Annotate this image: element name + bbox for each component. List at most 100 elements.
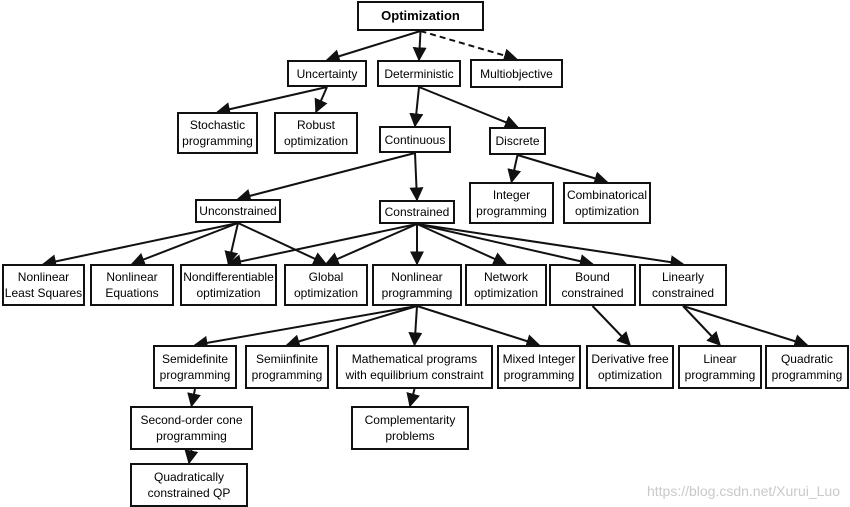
edge-constrained-to-bound <box>416 223 594 269</box>
node-text-line: constrained <box>561 286 624 300</box>
node-text-line: Nonlinear <box>17 270 70 284</box>
edge-socp-to-qcqp <box>184 449 199 465</box>
node-unconstrained: Unconstrained <box>195 199 281 223</box>
edge-uncertainty-to-robust <box>314 86 328 114</box>
node-label-global: Global optimization <box>294 269 358 301</box>
node-text-line: Derivative free <box>591 352 669 366</box>
node-text-line: Equations <box>105 286 159 300</box>
node-constrained: Constrained <box>379 200 455 224</box>
node-label-network: Network optimization <box>474 269 538 301</box>
edge-unconstrained-to-nonlinear-eq <box>130 222 239 266</box>
node-text-line: Linearly <box>661 270 704 284</box>
node-text-line: Second-order cone <box>140 413 243 427</box>
node-text-line: constrained <box>651 286 715 300</box>
node-text-line: Quadratically <box>153 470 225 484</box>
edge-nonlinear-prog-to-mixed-integer <box>416 305 541 348</box>
edge-constrained-to-linearly <box>416 223 685 270</box>
node-text-line: optimization <box>574 204 639 218</box>
edge-bound-to-derivative-free <box>591 305 631 347</box>
node-text-line: with equilibrium constraint <box>345 368 484 382</box>
edge-continuous-to-unconstrained <box>236 152 416 203</box>
node-text-line: Deterministic <box>384 66 454 81</box>
node-text-line: Continuous <box>384 132 446 147</box>
edge-nonlinear-prog-to-semiinfinite <box>285 305 418 349</box>
node-label-linearly: Linearly constrained <box>652 269 714 301</box>
node-text-line: Robust <box>296 118 336 132</box>
edge-constrained-to-network <box>416 223 508 266</box>
edge-semidefinite-to-socp <box>187 388 201 408</box>
node-text-line: Constrained <box>384 205 450 219</box>
node-text-line: Global <box>308 270 344 284</box>
node-text-line: Nondifferentiable <box>183 270 274 284</box>
node-text-line: Combinatorical <box>566 188 648 202</box>
node-label-discrete: Discrete <box>495 133 539 149</box>
node-label-qcqp: Quadratically constrained QP <box>148 469 231 501</box>
edge-linearly-to-quadratic-prog <box>682 305 809 348</box>
edge-linearly-to-linear-prog <box>682 305 721 347</box>
node-text-line: Optimization <box>381 8 460 23</box>
node-text-line: optimization <box>293 286 359 300</box>
edge-deterministic-to-discrete <box>418 86 519 129</box>
edge-optimization-to-multiobjective <box>420 30 518 63</box>
node-label-robust: Robust optimization <box>284 117 348 149</box>
node-text-line: programming <box>156 429 227 443</box>
node-text-line: Unconstrained <box>199 204 277 218</box>
edge-unconstrained-to-nondiff <box>224 222 239 266</box>
node-continuous: Continuous <box>379 126 451 153</box>
node-global: Global optimization <box>284 264 368 306</box>
node-text-line: Bound <box>575 270 610 284</box>
node-multiobjective: Multiobjective <box>470 59 563 88</box>
node-text-line: constrained QP <box>147 486 231 500</box>
node-optimization: Optimization <box>357 1 484 31</box>
node-label-optimization: Optimization <box>381 8 460 24</box>
node-linear-prog: Linear programming <box>678 345 762 389</box>
node-text-line: Discrete <box>495 134 540 148</box>
node-text-line: Complementarity <box>364 413 456 427</box>
node-text-line: optimization <box>473 286 539 300</box>
node-text-line: Network <box>483 270 528 284</box>
watermark-text: https://blog.csdn.net/Xurui_Luo <box>646 483 840 499</box>
node-label-bound: Bound constrained <box>561 269 623 301</box>
node-text-line: programming <box>381 286 453 300</box>
edge-optimization-to-deterministic <box>412 30 427 62</box>
node-label-combinatorial: Combinatorical optimization <box>567 187 647 219</box>
edge-deterministic-to-continuous <box>409 86 424 128</box>
node-text-line: Stochastic <box>189 118 246 132</box>
node-text-line: Multiobjective <box>480 66 553 81</box>
node-label-socp: Second-order cone programming <box>140 412 242 444</box>
edge-uncertainty-to-stochastic <box>216 86 328 117</box>
node-bound: Bound constrained <box>549 264 636 306</box>
edge-mpec-to-complementarity <box>406 388 420 408</box>
node-text-line: optimization <box>283 134 349 148</box>
edge-constrained-to-nondiff <box>227 223 418 269</box>
node-deterministic: Deterministic <box>377 60 461 87</box>
node-qcqp: Quadratically constrained QP <box>130 463 248 507</box>
node-text-line: Least Squares <box>4 286 83 300</box>
node-text-line: Nonlinear <box>106 270 158 284</box>
node-text-line: Mixed Integer <box>502 352 576 366</box>
edge-nonlinear-prog-to-mpec <box>408 305 423 347</box>
node-text-line: programming <box>251 368 323 382</box>
node-socp: Second-order cone programming <box>130 406 253 450</box>
node-text-line: Linear <box>703 352 737 366</box>
node-label-multiobjective: Multiobjective <box>480 66 553 82</box>
node-text-line: programming <box>684 368 756 382</box>
